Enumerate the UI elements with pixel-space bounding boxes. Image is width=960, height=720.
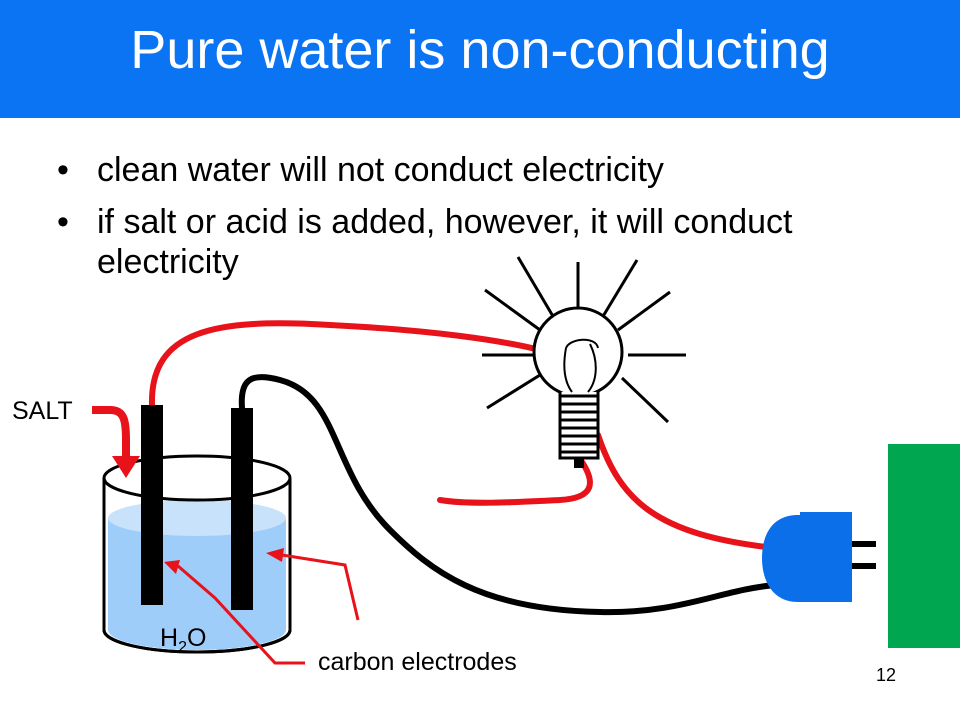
red-wire-to-plug bbox=[595, 432, 778, 551]
power-plug bbox=[762, 512, 876, 602]
red-wire-bulb-base bbox=[437, 459, 593, 506]
bullet-item: • clean water will not conduct electricit… bbox=[55, 150, 855, 190]
electrode-pointers bbox=[164, 548, 360, 665]
salt-arrow bbox=[92, 406, 140, 478]
light-rays bbox=[482, 256, 686, 424]
light-bulb bbox=[532, 306, 624, 468]
beaker bbox=[102, 454, 292, 654]
salt-label: SALT bbox=[12, 397, 73, 425]
bullet-list: • clean water will not conduct electricit… bbox=[55, 150, 855, 294]
title-bar bbox=[0, 0, 960, 118]
power-outlet bbox=[888, 444, 960, 648]
slide-number: 12 bbox=[876, 665, 897, 685]
bulb-base bbox=[558, 394, 600, 460]
red-wire-to-bulb bbox=[148, 320, 543, 408]
carbon-electrode-left bbox=[141, 405, 163, 605]
carbon-electrode-right bbox=[231, 408, 253, 610]
bullet-icon: • bbox=[57, 203, 69, 241]
bullet-icon: • bbox=[57, 151, 69, 189]
black-wire bbox=[238, 374, 778, 616]
slide-title: Pure water is non-conducting bbox=[130, 20, 830, 80]
water-label: H2O bbox=[160, 624, 207, 656]
bullet-text: if salt or acid is added, however, it wi… bbox=[97, 203, 793, 281]
bullet-item: • if salt or acid is added, however, it w… bbox=[55, 202, 855, 282]
carbon-electrodes-label: carbon electrodes bbox=[318, 648, 517, 676]
bullet-text: clean water will not conduct electricity bbox=[97, 151, 664, 189]
